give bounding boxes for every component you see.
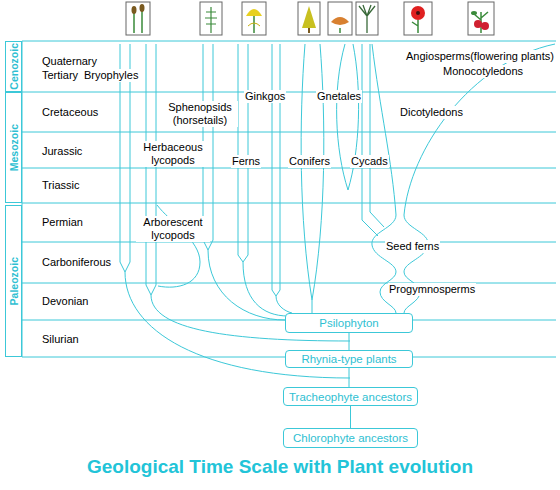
lineage-lines	[120, 44, 555, 378]
era-band: Mesozoic	[5, 92, 22, 203]
period-lines	[22, 41, 556, 357]
period-label: Carboniferous	[42, 256, 111, 269]
plant-group-label: Progymnosperms	[388, 283, 476, 296]
plant-group-label: Ginkgos	[244, 90, 286, 103]
node-text: Cenozoic	[8, 43, 20, 90]
plant-group-label: Conifers	[288, 155, 331, 168]
lineage-connector	[349, 333, 350, 350]
lineage-box: Chlorophyte ancestors	[283, 428, 418, 448]
plant-group-label: Arborescent lycopods	[136, 216, 210, 242]
plant-group-label: Cycads	[350, 155, 389, 168]
plant-group-label: Ferns	[231, 155, 261, 168]
node-text: Chlorophyte ancestors	[293, 432, 408, 444]
lineage-box: Psilophyton	[285, 313, 413, 333]
era-band: Cenozoic	[5, 41, 22, 92]
era-band: Paleozoic	[5, 205, 22, 357]
node-text: Rhynia-type plants	[301, 353, 396, 365]
period-label: Quaternary	[42, 55, 97, 68]
plant-group-label: Dicotyledons	[399, 106, 464, 119]
plant-group-label: Gnetales	[316, 90, 362, 103]
period-label: Devonian	[42, 295, 88, 308]
plant-group-label: Monocotyledons	[442, 65, 524, 78]
plant-group-label: Sphenopsids (horsetails)	[162, 101, 238, 127]
diagram-title: Geological Time Scale with Plant evoluti…	[0, 456, 560, 478]
node-text: Tracheophyte ancestors	[289, 391, 412, 403]
period-label: Permian	[42, 216, 83, 229]
period-label: Tertiary	[42, 69, 78, 82]
period-label: Triassic	[42, 179, 79, 192]
lineage-connector	[350, 406, 351, 428]
node-text: Mesozoic	[8, 124, 20, 171]
node-text: Psilophyton	[319, 317, 378, 329]
node-text: Paleozoic	[8, 257, 20, 305]
lineage-connector	[349, 368, 350, 387]
period-label: Silurian	[42, 333, 79, 346]
lineage-box: Tracheophyte ancestors	[283, 387, 418, 406]
period-label: Jurassic	[42, 145, 82, 158]
plant-group-label: Herbaceous lycopods	[137, 141, 209, 167]
plant-group-label: Seed ferns	[385, 240, 440, 253]
lineage-box: Rhynia-type plants	[285, 350, 413, 368]
plant-group-label: Bryophyles	[83, 69, 139, 82]
plant-group-label: Angiosperms(flowering plants)	[405, 50, 555, 63]
plant-icons	[126, 2, 494, 35]
period-label: Cretaceous	[42, 106, 98, 119]
